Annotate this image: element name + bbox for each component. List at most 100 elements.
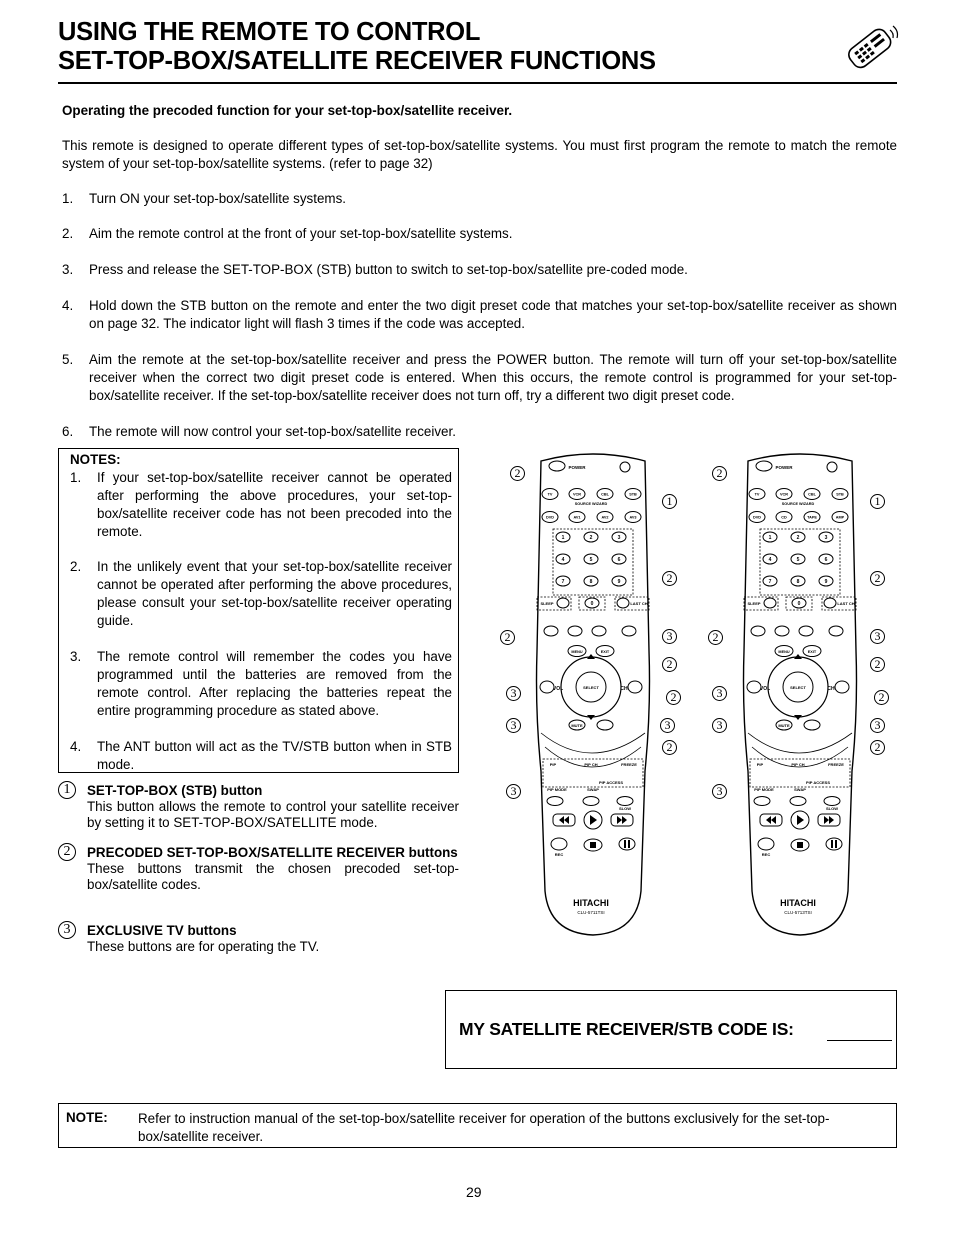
zero-button xyxy=(584,597,600,609)
callout-number: 3 xyxy=(870,629,885,644)
power-button xyxy=(548,460,566,472)
callout-number: 3 xyxy=(712,686,727,701)
source-button xyxy=(831,488,849,500)
rewind-icon xyxy=(559,816,569,824)
menu-label: MENU xyxy=(571,650,582,654)
legend-heading: SET-TOP-BOX (STB) button xyxy=(87,783,263,798)
step-number: 1. xyxy=(62,191,74,206)
zero-label: 0 xyxy=(798,601,801,607)
step-text: Turn ON your set-top-box/satellite syste… xyxy=(89,191,346,206)
source-label: CD xyxy=(781,516,787,520)
digit-label: 4 xyxy=(769,557,772,563)
pip-label: PIP xyxy=(550,762,557,767)
last-ch-label: LAST CH xyxy=(837,601,854,606)
exit-label: EXIT xyxy=(808,650,817,654)
callout-number: 3 xyxy=(662,629,677,644)
ch-label: CH xyxy=(620,686,628,692)
callout-number: 3 xyxy=(506,784,521,799)
step-3: 3.Press and release the SET-TOP-BOX (STB… xyxy=(62,261,897,279)
rec-label: REC xyxy=(555,852,564,857)
source-wizard-label: SOURCE WIZARD xyxy=(782,502,815,506)
digit-button xyxy=(611,531,627,543)
step-text: Hold down the STB button on the remote a… xyxy=(89,298,897,331)
zero-outline xyxy=(785,596,813,611)
digit-button xyxy=(790,553,806,565)
vol-down-button xyxy=(539,680,555,694)
source-wizard-label: SOURCE WIZARD xyxy=(575,502,608,506)
callout-number: 2 xyxy=(662,571,677,586)
source-button xyxy=(568,511,586,523)
pause-icon xyxy=(835,840,837,848)
source-label: STB xyxy=(836,493,844,497)
mute-label: MUTE xyxy=(571,723,583,728)
digit-label: 5 xyxy=(797,557,800,563)
ch-up-button xyxy=(834,680,850,694)
source-button xyxy=(541,488,559,500)
brand-logo: HITACHI xyxy=(573,898,609,908)
pip-access-label: PIP ACCESS xyxy=(599,780,623,785)
pip-ch-label: PIP CH xyxy=(584,762,597,767)
digit-button xyxy=(555,531,571,543)
pause-icon xyxy=(624,840,626,848)
note-text: If your set-top-box/satellite receiver c… xyxy=(97,470,452,539)
light-icon xyxy=(826,461,838,473)
source-button xyxy=(568,488,586,500)
button-arc xyxy=(544,746,642,768)
digit-label: 4 xyxy=(562,557,565,563)
note-text: Refer to instruction manual of the set-t… xyxy=(138,1111,830,1144)
legend-body: These buttons transmit the chosen precod… xyxy=(87,861,459,892)
source-label: AV3 xyxy=(629,516,636,520)
callout-number: 2 xyxy=(870,657,885,672)
digit-button xyxy=(790,531,806,543)
last-ch-label: LAST CH xyxy=(630,601,647,606)
digit-button xyxy=(762,575,778,587)
swap-label: SWAP xyxy=(587,787,599,792)
menu-button xyxy=(774,645,794,657)
digit-button xyxy=(762,531,778,543)
ch-up-button xyxy=(627,680,643,694)
step-number: 6. xyxy=(62,424,74,439)
callout-number: 2 xyxy=(874,690,889,705)
brand-logo: HITACHI xyxy=(780,898,816,908)
sleep-button xyxy=(556,597,570,609)
last-ch-button xyxy=(823,597,837,609)
step-2: 2.Aim the remote control at the front of… xyxy=(62,225,897,243)
legend-number: 2 xyxy=(58,843,76,861)
callout-number: 3 xyxy=(506,718,521,733)
source-button xyxy=(541,511,559,523)
page-title: USING THE REMOTE TO CONTROL SET-TOP-BOX/… xyxy=(58,18,656,76)
digit-label: 3 xyxy=(825,535,828,541)
note-number: 4. xyxy=(70,739,82,754)
function-button xyxy=(798,625,814,637)
exit-button xyxy=(802,645,822,657)
pip-label: PIP xyxy=(757,762,764,767)
digit-label: 6 xyxy=(825,557,828,563)
source-label: AV1 xyxy=(573,516,580,520)
note-box xyxy=(58,1103,897,1148)
forward-icon xyxy=(617,816,627,824)
digit-button xyxy=(818,553,834,565)
function-button xyxy=(750,625,766,637)
exit-button xyxy=(595,645,615,657)
digit-button xyxy=(583,575,599,587)
pip-mode-label: PIP MODE xyxy=(754,787,774,792)
last-ch-outline xyxy=(821,596,857,611)
step-number: 4. xyxy=(62,298,74,313)
transport-button xyxy=(582,796,600,806)
pip-outline xyxy=(749,758,851,788)
light-icon xyxy=(619,461,631,473)
callout-number: 2 xyxy=(666,690,681,705)
digit-label: 2 xyxy=(590,535,593,541)
digit-label: 9 xyxy=(618,579,621,585)
page-number: 29 xyxy=(466,1184,482,1200)
note-text: In the unlikely event that your set-top-… xyxy=(97,559,452,628)
digit-pad-outline xyxy=(759,528,841,596)
source-label: CBL xyxy=(808,493,816,497)
legend-heading: PRECODED SET-TOP-BOX/SATELLITE RECEIVER … xyxy=(87,845,458,860)
transport-button xyxy=(823,796,841,806)
note-label: NOTE: xyxy=(66,1110,108,1125)
source-label: VCR xyxy=(780,493,788,497)
